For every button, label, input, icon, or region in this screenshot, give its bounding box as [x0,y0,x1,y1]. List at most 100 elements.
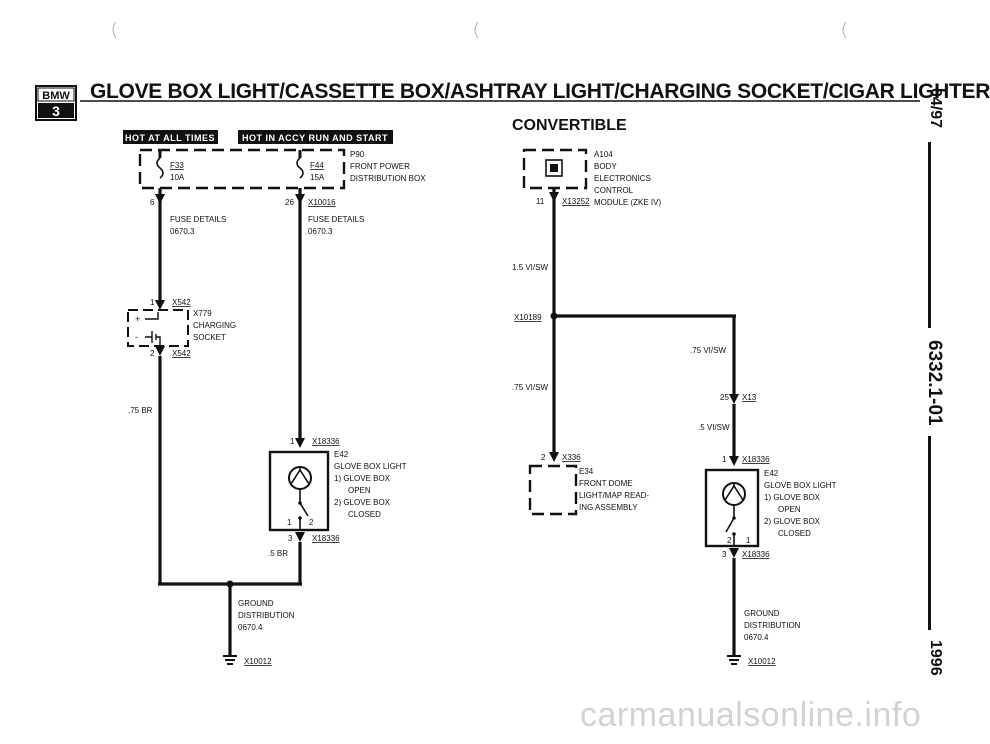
ground-right-connector: X10012 [748,657,776,666]
connector-x13: X13 [742,393,757,402]
e42r-line1: GLOVE BOX LIGHT [764,481,837,490]
e34-line2: LIGHT/MAP READ- [579,491,649,500]
splice-label: X10189 [514,313,542,322]
ground-icon-right [727,655,741,665]
e42r-pin-1: 1 [722,455,727,464]
page-subtitle: CONVERTIBLE [512,117,627,134]
hot-at-all-times-tab [123,130,218,144]
right-diagram: A104 BODY ELECTRONICS CONTROL MODULE (ZK… [512,148,837,666]
socket-minus: - [135,332,138,342]
a104-line4: MODULE (ZKE IV) [594,198,661,207]
ground-right-ref: 0670.4 [744,633,769,642]
connector-x13252: X13252 [562,197,590,206]
x779-line1: CHARGING [193,321,236,330]
a104-line2: ELECTRONICS [594,174,651,183]
e42r-id: E42 [764,469,779,478]
p90-id: P90 [350,150,365,159]
e42-pin-3: 3 [288,534,293,543]
fuse-details-2-ref: 0670.3 [308,227,333,236]
a104-line1: BODY [594,162,617,171]
pin-25: 25 [720,393,729,402]
charging-socket-outline [127,309,189,347]
p90-line2: DISTRIBUTION BOX [350,174,426,183]
logo-text: BMW [42,90,70,102]
dome-light-outline [528,464,578,516]
e42-line4: 2) GLOVE BOX [334,498,391,507]
e42r-line5: CLOSED [778,529,811,538]
pin-26: 26 [285,198,294,207]
e34-line3: ING ASSEMBLY [579,503,638,512]
e42r-line3: OPEN [778,505,801,514]
a104-line3: CONTROL [594,186,634,195]
e42-switch-2: 2 [309,518,314,527]
e42r-line2: 1) GLOVE BOX [764,493,821,502]
hot-at-all-times-label: HOT AT ALL TIMES [125,133,215,143]
e42-connector-top: X18336 [312,437,340,446]
socket-plus: + [135,314,140,324]
zke-module-outline [522,148,588,190]
x779-id: X779 [193,309,212,318]
connector-x542-top: X542 [172,298,191,307]
e42r-switch-2: 2 [727,536,732,545]
e42-pin-1: 1 [290,437,295,446]
a104-id: A104 [594,150,613,159]
wire-1-5-vi-sw: 1.5 VI/SW [512,263,548,272]
e42-switch-1: 1 [287,518,292,527]
fuse-details-2: FUSE DETAILS [308,215,364,224]
wire-75-vi-sw-left: .75 VI/SW [512,383,548,392]
watermark: carmanualsonline.info [580,696,922,734]
x779-line2: SOCKET [193,333,226,342]
module-icon [545,159,563,177]
e42-id: E42 [334,450,349,459]
e42-line1: GLOVE BOX LIGHT [334,462,407,471]
wire-75-br: .75 BR [128,406,153,415]
scan-mark [112,21,117,39]
e42r-pin-3: 3 [722,550,727,559]
scan-mark [842,21,847,39]
dome-pin-2: 2 [541,453,546,462]
pin-6: 6 [150,198,155,207]
connector-x542-bottom: X542 [172,349,191,358]
bmw-3-logo: BMW 3 [35,85,77,121]
e42r-switch-1: 1 [746,536,751,545]
hot-accy-run-start-tab [238,130,393,144]
glovebox-light-box [268,450,330,532]
fuse-f33-name: F33 [170,161,184,170]
glovebox-light-box-right [704,468,760,548]
fuse-f44-name: F44 [310,161,324,170]
fuse-box-outline [138,148,346,190]
fuse-f44-symbol [296,157,304,179]
e42r-connector-top: X18336 [742,455,770,464]
e34-line1: FRONT DOME [579,479,633,488]
wiring-diagram: BMW 3 HOT AT ALL TIMES HOT IN ACCY RUN A… [35,21,931,666]
socket-pin-1: 1 [150,298,155,307]
ground-connector: X10012 [244,657,272,666]
e42-line5: CLOSED [348,510,381,519]
fuse-f44-amp: 15A [310,173,325,182]
ground-line1: GROUND [238,599,274,608]
e42r-connector-bottom: X18336 [742,550,770,559]
fuse-details-1: FUSE DETAILS [170,215,226,224]
wire-75-vi-sw-right: .75 VI/SW [690,346,726,355]
ground-ref: 0670.4 [238,623,263,632]
left-diagram: HOT AT ALL TIMES HOT IN ACCY RUN AND STA… [123,130,426,666]
e42r-line4: 2) GLOVE BOX [764,517,821,526]
scan-mark [474,21,479,39]
e34-id: E34 [579,467,594,476]
door-switch-icon-right [725,517,735,533]
wire-5-br: .5 BR [268,549,288,558]
fuse-details-1-ref: 0670.3 [170,227,195,236]
ground-right-line1: GROUND [744,609,780,618]
fuse-f33-amp: 10A [170,173,185,182]
wire-5-vi-sw: .5 VI/SW [698,423,730,432]
connector-x336: X336 [562,453,581,462]
e42-line3: OPEN [348,486,371,495]
p90-line1: FRONT POWER [350,162,410,171]
margin-bars [928,142,931,630]
socket-pin-2: 2 [150,349,155,358]
logo-number: 3 [52,103,60,119]
connector-x10016: X10016 [308,198,336,207]
pin-11: 11 [536,197,545,206]
e42-connector-bottom: X18336 [312,534,340,543]
e42-line2: 1) GLOVE BOX [334,474,391,483]
